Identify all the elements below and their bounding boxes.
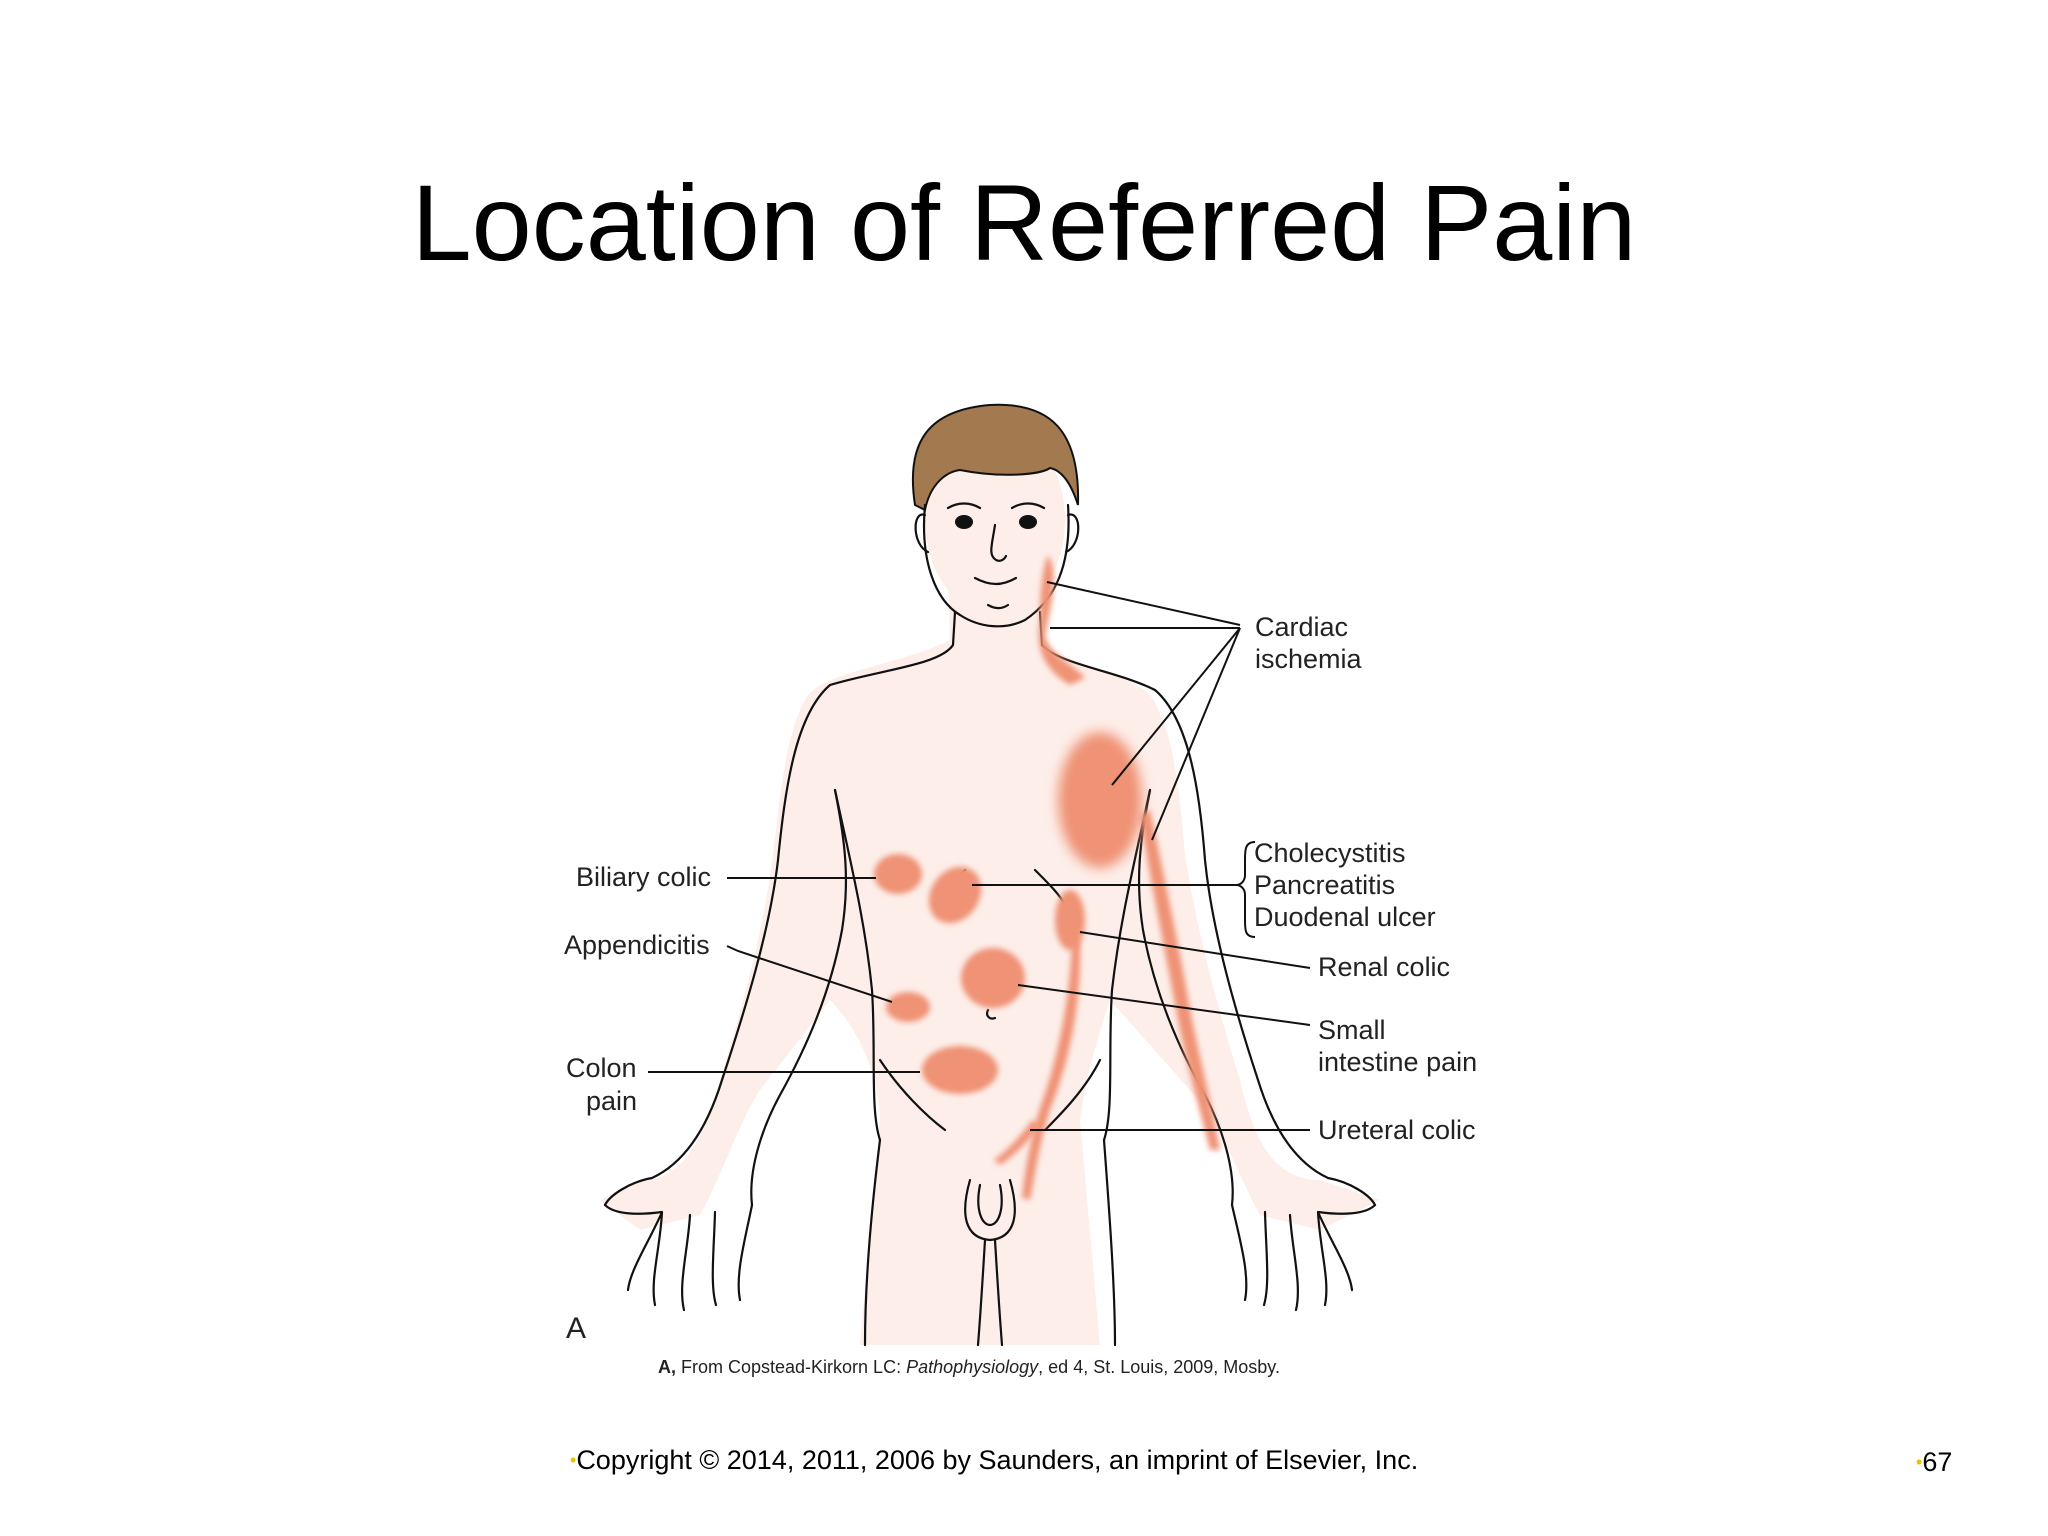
source-prefix: A, (658, 1357, 676, 1377)
label-small-intestine-line2: intestine pain (1318, 1047, 1477, 1077)
pain-area-appendix (886, 992, 930, 1022)
nose (990, 523, 1008, 562)
inner-leg-right (993, 1238, 1004, 1347)
pain-area-biliary (874, 854, 922, 894)
label-appendicitis: Appendicitis (564, 930, 710, 960)
label-cardiac-line2: ischemia (1255, 644, 1363, 674)
pain-area-colon (922, 1046, 998, 1094)
hair (911, 403, 1080, 512)
leg-left (863, 1138, 882, 1347)
left-brow (946, 502, 982, 510)
bracket-gi (1235, 841, 1256, 938)
pain-area-ureter (1022, 940, 1081, 1200)
page-number-text: 67 (1922, 1447, 1953, 1477)
copyright-footer: •Copyright © 2014, 2011, 2006 by Saunder… (570, 1445, 1418, 1476)
footer-bullet: • (570, 1450, 577, 1470)
groin-inner (977, 1183, 1003, 1227)
hip-left (878, 1058, 947, 1132)
label-ureteral-colic: Ureteral colic (1318, 1115, 1476, 1145)
leader-renal (1079, 931, 1311, 969)
leader-cardiac-jaw (1046, 581, 1241, 626)
leader-small-intestine (1017, 984, 1311, 1026)
pain-area-renal (1055, 890, 1085, 950)
left-arm-outer (603, 683, 832, 1207)
label-cardiac-line1: Cardiac (1255, 612, 1348, 642)
source-book: Pathophysiology (906, 1357, 1039, 1377)
page-bullet: • (1916, 1452, 1923, 1472)
leader-lines (648, 581, 1311, 1131)
page-number: •67 (1916, 1447, 1952, 1478)
pain-area-epigastric (928, 866, 982, 924)
leader-appendicitis (726, 945, 893, 1003)
right-eye (1019, 515, 1037, 529)
pain-area-small-intestine (961, 948, 1025, 1008)
label-pancreatitis: Pancreatitis (1254, 870, 1395, 900)
pain-area-arm-strip (1140, 810, 1220, 1150)
labels: Cardiac ischemia Cholecystitis Pancreati… (564, 612, 1477, 1377)
right-arm-inner (1137, 788, 1234, 1207)
torso-left (833, 788, 882, 1142)
leader-cardiac-arm (1151, 627, 1241, 841)
left-ear (914, 513, 930, 554)
label-small-intestine-line1: Small (1318, 1015, 1386, 1045)
mouth (973, 576, 1018, 586)
source-text: From Copstead-Kirkorn LC: (676, 1357, 906, 1377)
head-outline (923, 503, 1070, 628)
torso-right (1102, 788, 1152, 1142)
leader-cardiac-chest (1111, 627, 1241, 786)
pain-area-groin (994, 1120, 1040, 1165)
figure-source-credit: A, From Copstead-Kirkorn LC: Pathophysio… (658, 1357, 1280, 1377)
chin (986, 603, 1010, 610)
slide-title: Location of Referred Pain (411, 162, 1637, 283)
hip-right (1043, 1058, 1102, 1132)
label-cholecystitis: Cholecystitis (1254, 838, 1406, 868)
label-colon-line1: Colon (566, 1053, 637, 1083)
left-eye (955, 515, 973, 529)
groin (964, 1178, 1016, 1242)
neck-left (828, 610, 957, 687)
right-hand (1230, 1203, 1377, 1312)
leg-right (1102, 1138, 1117, 1347)
pain-areas (874, 555, 1220, 1200)
copyright-text: Copyright © 2014, 2011, 2006 by Saunders… (576, 1445, 1419, 1475)
right-arm-outer (1153, 688, 1377, 1207)
inner-leg-left (976, 1238, 987, 1347)
label-biliary-colic: Biliary colic (576, 862, 711, 892)
label-duodenal-ulcer: Duodenal ulcer (1254, 902, 1436, 932)
label-colon-line2: pain (586, 1086, 637, 1116)
panel-letter: A (566, 1312, 586, 1345)
right-ear (1064, 513, 1080, 554)
source-suffix: , ed 4, St. Louis, 2009, Mosby. (1038, 1357, 1280, 1377)
navel (986, 1008, 997, 1020)
pain-area-jaw-neck (1038, 555, 1085, 685)
label-renal-colic: Renal colic (1318, 952, 1450, 982)
left-arm-inner (750, 788, 848, 1207)
left-hand (603, 1203, 754, 1312)
pain-area-chest (1058, 732, 1142, 868)
right-brow (1010, 502, 1046, 510)
